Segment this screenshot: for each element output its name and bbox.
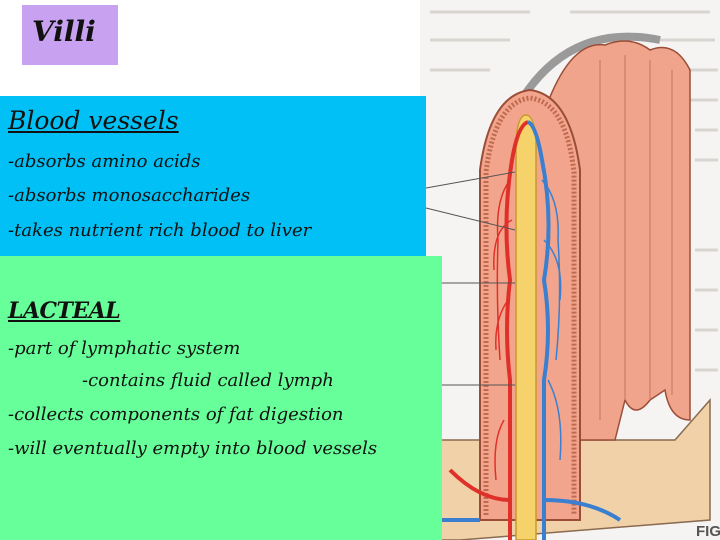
lacteal-panel: LACTEAL -part of lymphatic system -conta…: [0, 256, 442, 540]
blood-vessels-heading: Blood vessels: [8, 106, 179, 135]
lacteal-heading: LACTEAL: [8, 298, 121, 324]
blood-vessels-line: -absorbs amino acids: [8, 151, 201, 172]
title-box: Villi: [22, 5, 118, 65]
lacteal-line: -collects components of fat digestion: [8, 404, 344, 425]
venule: [526, 120, 551, 540]
lacteal-line: -part of lymphatic system: [8, 338, 241, 359]
arteriole: [504, 120, 529, 540]
lacteal-line: -contains fluid called lymph: [82, 370, 334, 391]
page-title: Villi: [32, 15, 96, 48]
label-pointer-lines: [425, 171, 516, 386]
capillary-network: [493, 179, 513, 481]
villus-illustration: FIG: [420, 0, 720, 540]
lacteal-line: -will eventually empty into blood vessel…: [8, 438, 378, 459]
background-text-lines: [430, 10, 718, 372]
blood-vessels-line: -takes nutrient rich blood to liver: [8, 220, 312, 241]
blood-vessels-panel: Blood vessels -absorbs amino acids -abso…: [0, 96, 426, 256]
figure-caption: FIG: [696, 523, 720, 540]
blood-vessels-line: -absorbs monosaccharides: [8, 185, 251, 206]
lacteal-vessel: [515, 114, 537, 540]
villus-fold-back: [544, 40, 691, 441]
